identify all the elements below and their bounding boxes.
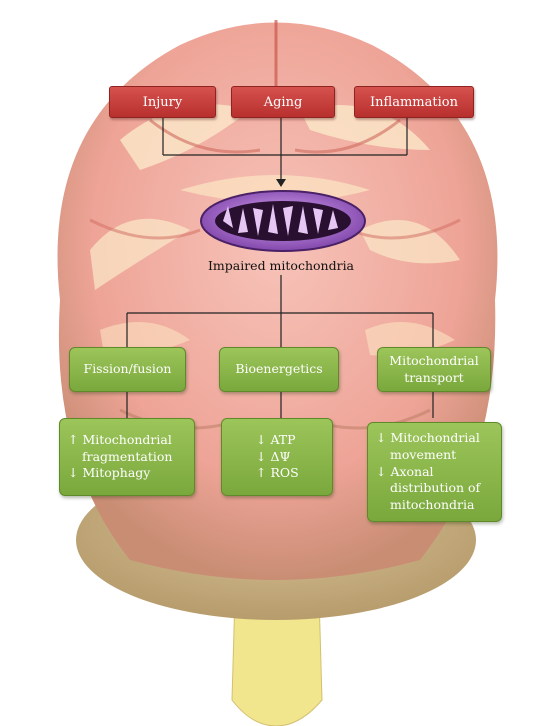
arrowhead-to-mitochondria [276,179,286,187]
effects-box-fission-fusion: ↑ Mitochondrial fragmentation ↓ Mitophag… [59,418,195,496]
effect-line: ↑ Mitochondrial [68,432,172,449]
effect-line: ↓ Mitophagy [68,465,150,482]
category-title: Fission/fusion [84,361,172,378]
effect-line: ↓ ΔΨ [256,449,290,466]
effect-line: movement [376,447,456,464]
effect-line: distribution of [376,480,480,497]
effect-line: ↓ Axonal [376,464,434,481]
category-title-line: Mitochondrial [389,353,478,370]
effect-line: ↓ ATP [256,432,296,449]
effect-line: mitochondria [376,497,474,514]
effect-line: ↓ Mitochondrial [376,430,480,447]
effects-box-mitochondrial-transport: ↓ Mitochondrial movement ↓ Axonal distri… [367,422,502,522]
category-title: Bioenergetics [235,361,322,378]
category-box-fission-fusion: Fission/fusion [69,347,186,392]
effect-line: ↑ ROS [256,465,299,482]
mitochondria-label: Impaired mitochondria [181,258,381,273]
category-box-mitochondrial-transport: Mitochondrial transport [377,347,491,392]
cause-label: Aging [264,95,303,110]
category-box-bioenergetics: Bioenergetics [219,347,339,392]
effects-box-bioenergetics: ↓ ATP ↓ ΔΨ ↑ ROS [221,418,333,496]
effect-line: fragmentation [68,449,172,466]
cause-box-inflammation: Inflammation [354,86,474,118]
cause-box-aging: Aging [231,86,335,118]
cause-label: Injury [143,95,182,110]
mitochondrion-icon [198,188,368,254]
category-title-line: transport [404,370,463,387]
cause-label: Inflammation [370,95,458,110]
cause-box-injury: Injury [109,86,216,118]
